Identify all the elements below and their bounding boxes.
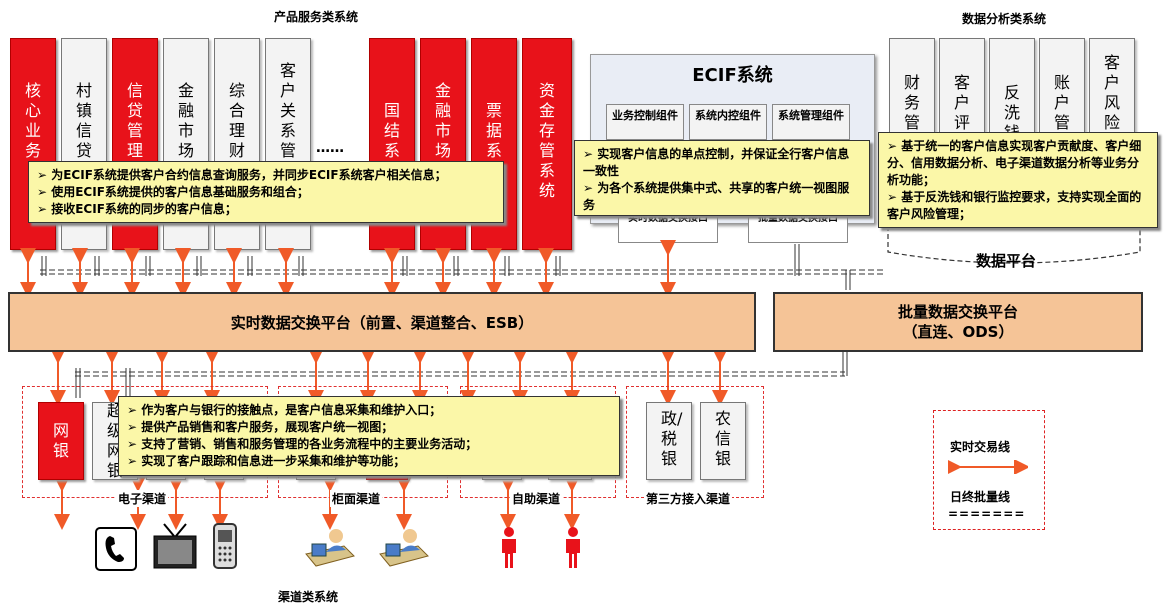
ecif-component-system-management[interactable]: 系统管理组件 [772,104,850,140]
note-line: ➢ 为ECIF系统提供客户合约信息查询服务，并同步ECIF系统客户相关信息； [37,168,447,182]
legend-batch-label: 日终批量线 [950,490,1011,504]
system-label: 客户风险 [1104,53,1121,132]
analysis-systems-title: 数据分析类系统 [962,12,1047,26]
note-line: ➢ 实现了客户跟踪和信息进一步采集和维护等功能； [127,454,406,468]
ecif-title: ECIF系统 [692,65,773,86]
channel-systems-title: 渠道类系统 [278,590,339,604]
system-label: 资金存管系统 [539,81,556,200]
channel-system-netbank[interactable]: 网银 [38,402,84,480]
system-customer-rating[interactable]: 客户评 [939,38,985,148]
system-label: 客户关系管 [280,61,297,160]
system-label: 网银 [53,421,70,460]
product-systems-title: 产品服务类系统 [274,10,359,24]
bank-teller-icon-2 [379,529,429,567]
note-line: ➢ 支持了营销、销售和服务管理的各业务流程中的主要业务活动； [127,437,478,451]
system-anti-money-laundering[interactable]: 反洗钱 [989,38,1035,148]
system-customer-risk[interactable]: 客户风险 [1089,38,1135,148]
system-finance-management[interactable]: 财务管 [889,38,935,148]
note-line: ➢ 作为客户与银行的接触点，是客户信息采集和维护入口； [127,403,442,417]
batch-platform-line2: （直连、ODS） [902,323,1014,341]
electronic-channel-label: 电子渠道 [116,490,169,507]
system-label: 金融市场 [178,81,195,160]
ecif-component-internal-control[interactable]: 系统内控组件 [689,104,767,140]
system-account-management[interactable]: 账户管 [1039,38,1085,148]
channel-system-agri-credit[interactable]: 农信银 [700,402,746,480]
system-label: 账户管 [1054,73,1071,132]
system-fund-custody[interactable]: 资金存管系统 [522,38,572,250]
person-icon [502,527,516,568]
note-line: ➢ 使用ECIF系统提供的客户信息基础服务和组合； [37,185,309,199]
system-label: 国结系 [384,101,401,160]
legend-box [933,410,1045,530]
ecif-note: ➢ 实现客户信息的单点控制，并保证全行客户信息一致性 ➢ 为各个系统提供集中式、… [574,140,870,216]
bank-teller-icon [305,529,355,567]
channel-systems-note: ➢ 作为客户与银行的接触点，是客户信息采集和维护入口； ➢ 提供产品销售和客户服… [118,396,620,476]
realtime-exchange-platform[interactable]: 实时数据交换平台（前置、渠道整合、ESB） [8,292,756,352]
analysis-systems-note: ➢ 基于统一的客户信息实现客户贡献度、客户细分、信用数据分析、电子渠道数据分析等… [878,132,1158,228]
system-label: 金融市场 [435,81,452,160]
third-party-channel-label: 第三方接入渠道 [644,490,733,507]
more-systems-ellipsis: …… [316,140,344,156]
system-label: 核心业务 [25,81,42,160]
system-label: 村镇信贷 [76,81,93,160]
telephone-icon [95,527,137,571]
data-platform-outline [887,226,1141,264]
system-label: 客户评 [954,73,971,132]
system-label: 票据系 [486,101,503,160]
self-service-channel-label: 自助渠道 [510,490,563,507]
note-line: ➢ 为各个系统提供集中式、共享的客户统一视图服务 [583,181,850,212]
ecif-component-business-control[interactable]: 业务控制组件 [606,104,684,140]
system-label: 财务管 [904,73,921,132]
channel-system-gov-tax[interactable]: 政/税银 [646,402,692,480]
person-icon-2 [566,527,580,568]
note-line: ➢ 提供产品销售和客户服务，展现客户统一视图； [127,420,394,434]
system-label: 综合理财 [229,81,246,160]
system-label: 政/税银 [661,409,683,468]
note-line: ➢ 实现客户信息的单点控制，并保证全行客户信息一致性 [583,147,850,178]
system-core-business[interactable]: 核心业务 [10,38,56,250]
note-line: ➢ 接收ECIF系统的同步的客户信息； [37,202,237,216]
note-line: ➢ 基于反洗钱和银行监控要求，支持实现全面的客户风险管理； [887,190,1142,221]
system-label: 信贷管理 [127,81,144,160]
legend-batch-symbol: ======= [948,507,1026,521]
system-label: 农信银 [715,409,732,468]
batch-exchange-platform[interactable]: 批量数据交换平台 （直连、ODS） [773,292,1143,352]
mobile-phone-icon [213,523,237,569]
legend-realtime-label: 实时交易线 [950,440,1011,454]
legend-realtime-arrow [948,460,1028,474]
counter-channel-label: 柜面渠道 [330,490,383,507]
batch-platform-line1: 批量数据交换平台 [897,303,1018,321]
television-icon [153,523,197,569]
data-platform-label: 数据平台 [976,252,1037,270]
product-systems-note: ➢ 为ECIF系统提供客户合约信息查询服务，并同步ECIF系统客户相关信息； ➢… [28,161,504,223]
note-line: ➢ 基于统一的客户信息实现客户贡献度、客户细分、信用数据分析、电子渠道数据分析等… [887,139,1142,187]
